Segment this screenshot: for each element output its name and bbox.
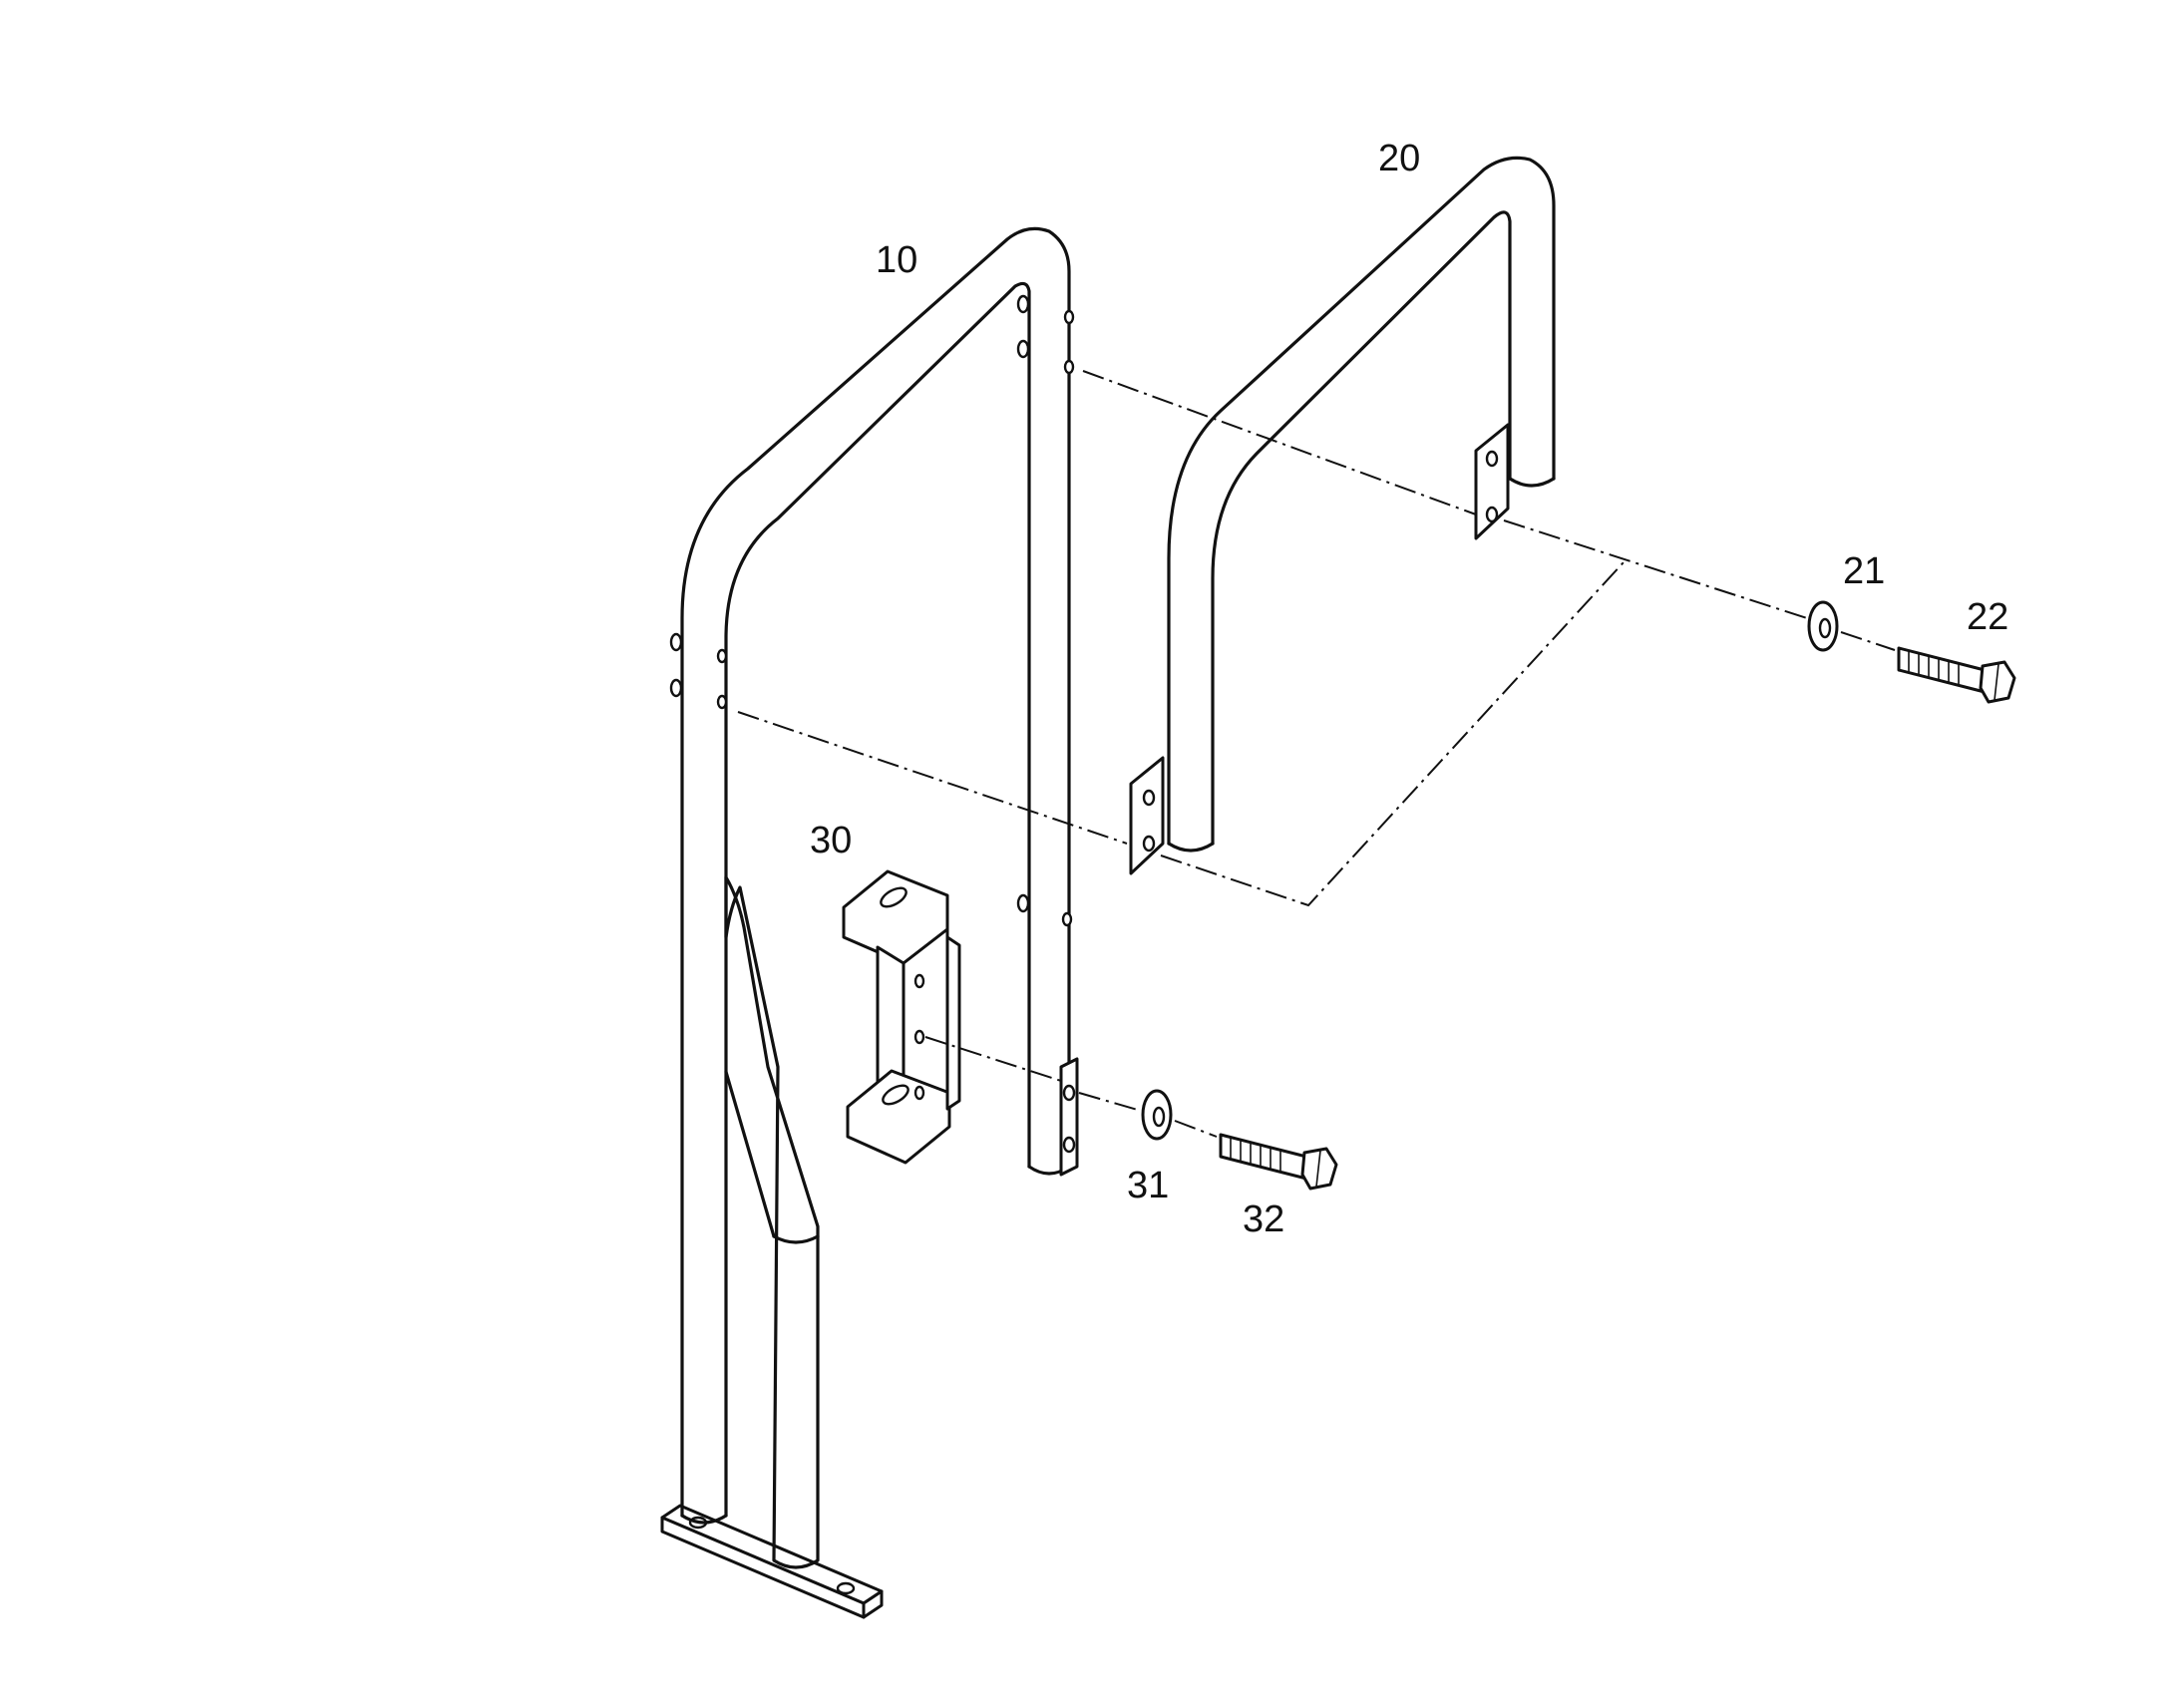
bracket-hole: [913, 1029, 925, 1045]
part-20-upper-rail: [1129, 156, 1556, 875]
handrail-outer-tube-inner-edge: [724, 281, 1031, 1518]
handrail-hole: [1063, 309, 1075, 325]
leader-bracket-to-upright: [924, 1036, 1062, 1082]
upper-rail-tab-hole: [1142, 835, 1156, 853]
upper-rail-end-right: [1508, 477, 1556, 488]
bracket-ear: [945, 935, 961, 1111]
handrail-outer-tube: [680, 226, 1071, 1518]
handrail-hole: [1061, 911, 1073, 927]
leader-upper-tab-to-washer-21: [1503, 519, 1808, 619]
leader-upright-to-washer-31: [1078, 1092, 1142, 1112]
leader-washer-21-to-bolt-22: [1840, 631, 1896, 651]
handrail-brace-mid: [724, 1070, 776, 1238]
handrail-hole: [669, 678, 683, 698]
part-30-bracket: [842, 869, 961, 1165]
bracket-slot: [882, 1084, 909, 1106]
part-22-bolt: [1897, 646, 2016, 704]
callout-20: 20: [1378, 138, 1421, 179]
handrail-hole: [1063, 359, 1075, 375]
part-31-washer: [1141, 1089, 1173, 1141]
bolt-22-head: [1979, 660, 2016, 704]
handrail-hole: [716, 694, 728, 710]
handrail-hole: [1016, 339, 1030, 359]
upper-rail-upper-tab: [1474, 423, 1510, 540]
washer-31-hole: [1152, 1106, 1166, 1128]
callout-10: 10: [876, 239, 918, 281]
bracket-hole: [913, 973, 925, 989]
washer-21-hole: [1818, 617, 1832, 639]
callout-31: 31: [1127, 1165, 1170, 1206]
part-21-washer: [1807, 600, 1839, 652]
leader-upper-rail-to-handrail: [1082, 370, 1477, 515]
callout-21: 21: [1843, 550, 1886, 592]
leader-lower-tab-to-return: [1160, 561, 1625, 907]
handrail-foot-plate-edge: [660, 1516, 866, 1619]
upper-rail-tab-hole: [1142, 789, 1156, 807]
callout-22: 22: [1967, 596, 2009, 638]
handrail-hole: [1016, 893, 1030, 913]
upper-rail-lower-tab: [1129, 756, 1165, 875]
callout-30: 30: [810, 820, 853, 861]
upper-rail-end-bottom: [1167, 842, 1215, 853]
handrail-hole: [669, 632, 683, 652]
bolt-22-shank: [1897, 646, 1987, 694]
handrail-foot-plate-side: [862, 1589, 884, 1619]
upper-rail-tube-inner: [1211, 210, 1512, 846]
part-10-handrail: [660, 226, 1079, 1619]
handrail-tube-end: [680, 1514, 728, 1525]
leader-washer-31-to-bolt-32: [1174, 1120, 1218, 1138]
foot-plate-hole: [836, 1581, 856, 1595]
bolt-32-head: [1300, 1147, 1338, 1191]
handrail-hole: [1016, 294, 1030, 314]
upper-rail-tab-hole: [1485, 506, 1499, 523]
upper-rail-tube-outer: [1167, 156, 1556, 846]
handrail-brace-edge: [772, 1234, 820, 1244]
bracket-slot: [880, 886, 908, 908]
lower-tab-hole: [1062, 1136, 1076, 1154]
upper-rail-tab-hole: [1485, 450, 1499, 468]
handrail-lower-tab: [1059, 1057, 1079, 1177]
bolt-32-shank: [1219, 1133, 1308, 1181]
handrail-hole: [716, 648, 728, 664]
bracket-hole: [913, 1085, 925, 1101]
lower-tab-hole: [1062, 1084, 1076, 1102]
leader-handrail-to-lower-tab: [737, 711, 1128, 845]
part-32-bolt: [1219, 1133, 1338, 1191]
handrail-diagonal-brace: [724, 875, 820, 1569]
assembly-leader-lines: [737, 370, 1896, 1138]
callout-32: 32: [1243, 1198, 1285, 1240]
